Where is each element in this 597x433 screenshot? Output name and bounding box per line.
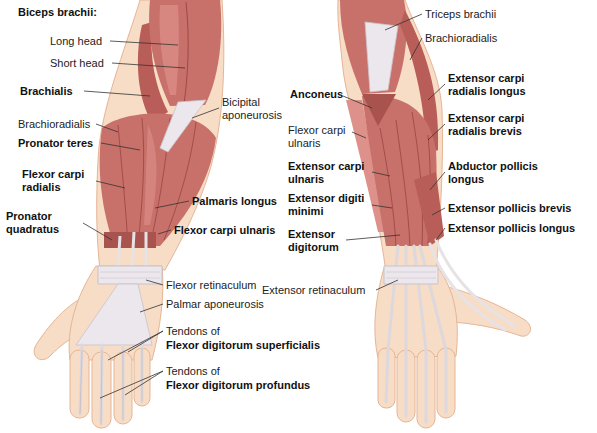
part-label: Pronator teres <box>18 137 93 150</box>
part-label: Extensor pollicis longus <box>448 222 594 235</box>
retinaculum-lines <box>386 272 436 278</box>
muscle-groove <box>184 2 188 104</box>
part-label: Extensor carpi radialis brevis <box>448 112 560 138</box>
palmar-aponeurosis <box>76 284 152 345</box>
part-label: Triceps brachii <box>425 8 496 21</box>
part-label: Long head <box>50 35 102 48</box>
part-label: Biceps brachii: <box>18 6 97 19</box>
finger-tendons <box>80 342 142 422</box>
anterior-arm <box>34 0 224 428</box>
flexor-retinaculum <box>98 266 162 284</box>
biceps-highlight <box>159 5 178 95</box>
thumb-tendons <box>430 240 515 330</box>
part-label: Tendons of <box>166 365 220 378</box>
retinaculum-lines <box>100 272 160 278</box>
part-label: Brachioradialis <box>425 32 497 45</box>
triceps-muscle <box>340 0 407 94</box>
part-label: Extensor pollicis brevis <box>448 202 594 215</box>
part-label: Extensor carpi ulnaris <box>288 160 372 186</box>
part-label: Abductor pollicis longus <box>448 160 560 186</box>
part-label: Short head <box>50 57 104 70</box>
extensor-retinaculum <box>384 266 438 284</box>
finger-tendons-deep <box>80 348 142 425</box>
muscle-highlight <box>144 125 157 225</box>
tendons <box>118 232 146 268</box>
part-label: Palmaris longus <box>192 195 277 208</box>
part-label: Palmar aponeurosis <box>166 298 264 311</box>
part-label: Extensor digiti minimi <box>288 192 372 218</box>
part-label: Brachialis <box>20 85 73 98</box>
part-label: Extensor carpi radialis longus <box>448 72 560 98</box>
part-label: Flexor digitorum superficialis <box>166 339 320 352</box>
part-label: Tendons of <box>166 325 220 338</box>
part-label: Flexor carpi ulnaris <box>288 124 352 150</box>
part-label: Flexor digitorum profundus <box>166 379 310 392</box>
anconeus-muscle <box>362 94 396 126</box>
part-label: Anconeus <box>290 88 343 101</box>
triceps-tendon <box>365 22 398 92</box>
part-label: Flexor carpi ulnaris <box>174 224 275 237</box>
leader-lines <box>343 14 445 290</box>
part-label: Brachioradialis <box>18 118 90 131</box>
aponeurosis <box>160 100 206 152</box>
part-label: Flexor carpi radialis <box>22 168 96 194</box>
part-label: Extensor retinaculum <box>262 284 365 297</box>
part-label: Bicipital aponeurosis <box>222 96 288 122</box>
part-label: Extensor digitorum <box>288 228 372 254</box>
part-label: Pronator quadratus <box>6 210 84 236</box>
biceps-muscle <box>149 0 221 106</box>
part-label: Flexor retinaculum <box>166 279 256 292</box>
